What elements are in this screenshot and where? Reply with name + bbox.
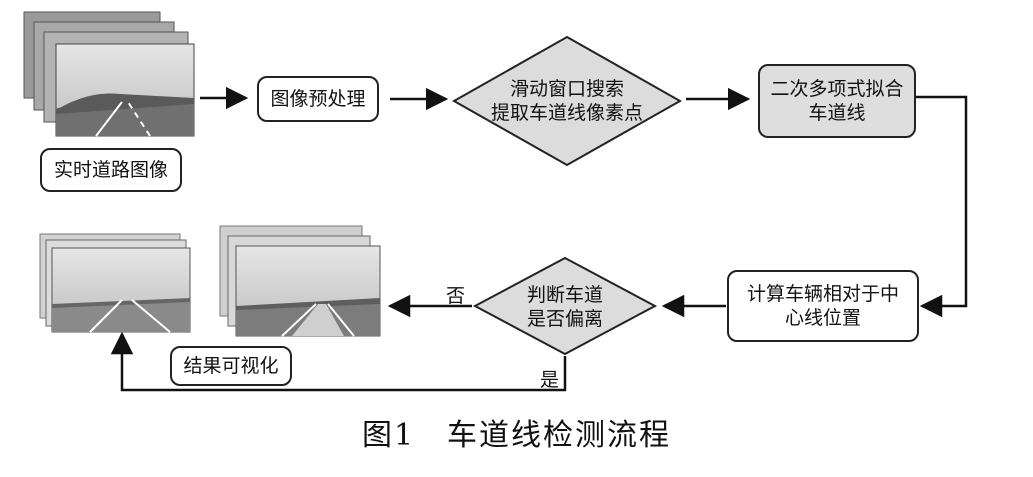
compute-position-box: 计算车辆相对于中 心线位置 (727, 270, 919, 342)
judge-departure-label-line1: 判断车道 (526, 284, 603, 306)
preprocess-box: 图像预处理 (257, 76, 379, 122)
result-visual-box: 结果可视化 (170, 346, 292, 386)
realtime-image-box: 实时道路图像 (40, 148, 182, 192)
edge-label-no: 否 (446, 285, 466, 307)
road-photo (51, 247, 191, 333)
edge-label-yes: 是 (540, 369, 560, 391)
road-image-stack-input (23, 11, 195, 137)
poly-fit-label-line1: 二次多项式拟合 (770, 78, 904, 100)
judge-departure-diamond (472, 256, 658, 356)
compute-position-label-line2: 心线位置 (784, 307, 861, 329)
road-photo (55, 43, 195, 137)
realtime-image-label: 实时道路图像 (53, 159, 168, 181)
road-image-stack-processed (219, 225, 381, 337)
arrow-judge-yes (110, 331, 567, 392)
preprocess-label: 图像预处理 (270, 88, 366, 110)
poly-fit-label-line2: 车道线 (808, 102, 866, 124)
sliding-window-label-line2: 提取车道线像素点 (490, 102, 643, 124)
judge-departure-label: 判断车道 是否偏离 (495, 280, 635, 334)
result-visual-label: 结果可视化 (183, 355, 279, 377)
road-image-stack-result (39, 233, 191, 333)
sliding-window-label: 滑动窗口搜索 提取车道线像素点 (462, 72, 672, 130)
compute-position-label-line1: 计算车辆相对于中 (746, 283, 899, 305)
judge-departure-label-line2: 是否偏离 (526, 308, 603, 330)
arrow-fit-to-compute (916, 95, 968, 318)
sliding-window-diamond (451, 35, 683, 167)
sliding-window-label-line1: 滑动窗口搜索 (509, 78, 624, 100)
figure-caption: 图1 车道线检测流程 (361, 418, 672, 453)
road-photo (235, 245, 381, 337)
poly-fit-box: 二次多项式拟合 车道线 (758, 64, 916, 138)
